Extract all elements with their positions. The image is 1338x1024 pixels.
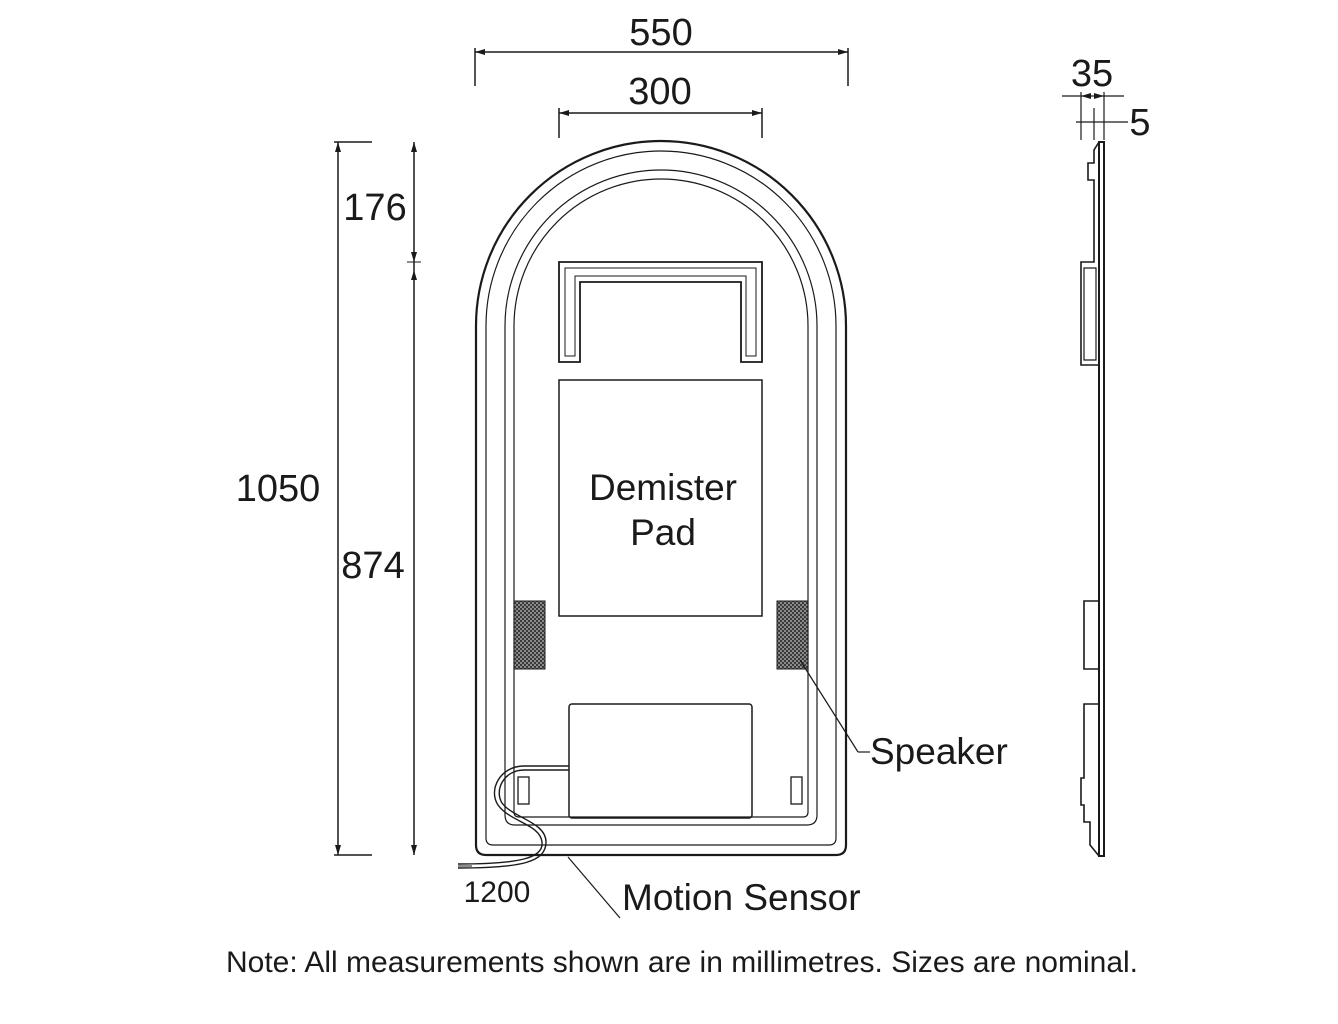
led-strip-outer — [504, 169, 818, 826]
lower-height-label: 874 — [341, 545, 404, 587]
speaker-label: Speaker — [870, 731, 1008, 772]
mirror-outer-edge — [474, 139, 848, 857]
depth-label: 35 — [1071, 53, 1113, 95]
demister-label-line2: Pad — [630, 512, 696, 553]
cable-length-label: 1200 — [464, 876, 531, 909]
overall-width-label: 550 — [629, 12, 692, 54]
dimension-overall-height: 1050 — [236, 141, 372, 856]
clip-right — [790, 776, 803, 805]
mirror-side-view: 35 5 — [1062, 53, 1151, 857]
speaker-right — [776, 600, 809, 670]
inner-width-label: 300 — [628, 71, 691, 113]
overall-height-label: 1050 — [236, 468, 321, 510]
dimension-inner-width: 300 — [558, 71, 763, 138]
hanging-bracket — [558, 261, 763, 363]
led-strip-inner — [513, 178, 809, 818]
power-cable: 1200 — [457, 765, 569, 909]
dimension-overall-width: 550 — [474, 12, 849, 86]
dimension-arch-split: 176 874 — [341, 142, 421, 855]
glass-thickness-label: 5 — [1129, 102, 1150, 144]
control-box — [568, 703, 753, 819]
motion-sensor-label: Motion Sensor — [622, 877, 861, 918]
demister-label-line1: Demister — [589, 467, 737, 508]
demister-pad: Demister Pad — [558, 379, 763, 617]
clip-left — [517, 776, 530, 805]
mirror-front-view — [474, 139, 848, 857]
speaker-callout: Speaker — [799, 659, 1008, 772]
motion-sensor-callout: Motion Sensor — [567, 856, 861, 919]
mirror-inner-edge — [485, 150, 837, 846]
arch-height-label: 176 — [343, 187, 406, 229]
speaker-left — [513, 600, 546, 670]
measurement-note: Note: All measurements shown are in mill… — [226, 946, 1138, 979]
